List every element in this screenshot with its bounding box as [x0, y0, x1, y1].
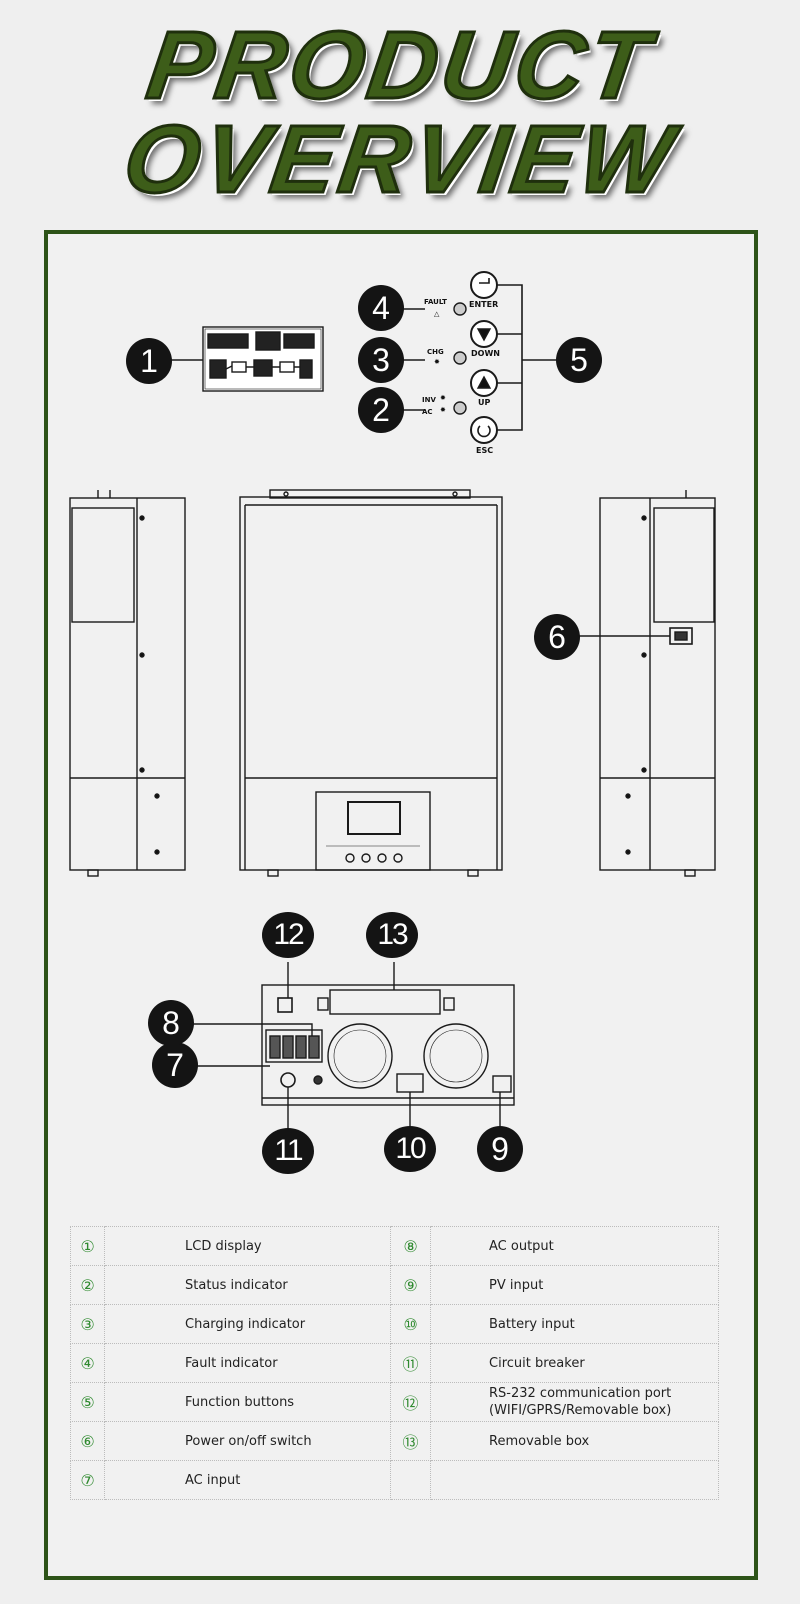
legend-label: PV input	[430, 1265, 719, 1305]
legend-label: Power on/off switch	[104, 1421, 391, 1461]
legend-label: AC output	[430, 1226, 719, 1266]
legend-number: ④	[70, 1343, 105, 1383]
bottom-view	[261, 984, 515, 1106]
legend-number: ⑧	[390, 1226, 431, 1266]
legend-label: Status indicator	[104, 1265, 391, 1305]
badge-4: 4	[358, 285, 404, 331]
legend-label: Battery input	[430, 1304, 719, 1344]
legend-number: ⑦	[70, 1460, 105, 1500]
badge-11: 11	[262, 1128, 314, 1174]
esc-label: ESC	[476, 446, 494, 455]
table-row: ④ Fault indicator ⑪ Circuit breaker	[70, 1343, 719, 1383]
badge-8: 8	[148, 1000, 194, 1046]
badge-7: 7	[152, 1042, 198, 1088]
badge-13: 13	[366, 912, 418, 958]
badge-12: 12	[262, 912, 314, 958]
badge-2: 2	[358, 387, 404, 433]
inv-label: INV	[422, 396, 436, 404]
legend-number: ①	[70, 1226, 105, 1266]
ac-star-icon: ✸	[440, 406, 446, 414]
table-row: ⑤ Function buttons ⑫ RS-232 communicatio…	[70, 1382, 719, 1422]
front-view	[239, 489, 503, 877]
legend-label: Removable box	[430, 1421, 719, 1461]
legend-number: ⑪	[390, 1343, 431, 1383]
legend-label: AC input	[104, 1460, 391, 1500]
legend-label: Fault indicator	[104, 1343, 391, 1383]
table-row: ⑥ Power on/off switch ⑬ Removable box	[70, 1421, 719, 1461]
legend-number: ⑤	[70, 1382, 105, 1422]
table-row: ① LCD display ⑧ AC output	[70, 1226, 719, 1266]
legend-label-multiline: RS-232 communication port (WIFI/GPRS/Rem…	[430, 1382, 719, 1422]
badge-5: 5	[556, 337, 602, 383]
legend-label-sub: (WIFI/GPRS/Removable box)	[489, 1403, 672, 1418]
legend-label: LCD display	[104, 1226, 391, 1266]
legend-number: ⑩	[390, 1304, 431, 1344]
enter-label: ENTER	[469, 300, 499, 309]
badge-3: 3	[358, 337, 404, 383]
fault-label: FAULT	[424, 298, 447, 306]
legend-table: ① LCD display ⑧ AC output ② Status indic…	[70, 1226, 719, 1500]
legend-number: ②	[70, 1265, 105, 1305]
legend-empty	[390, 1460, 431, 1500]
legend-number: ⑥	[70, 1421, 105, 1461]
legend-label: Charging indicator	[104, 1304, 391, 1344]
inv-sun-icon: ✹	[440, 394, 446, 402]
up-label: UP	[478, 398, 491, 407]
table-row: ⑦ AC input	[70, 1460, 719, 1500]
legend-empty	[430, 1460, 719, 1500]
legend-number: ⑨	[390, 1265, 431, 1305]
legend-number: ③	[70, 1304, 105, 1344]
badge-10: 10	[384, 1126, 436, 1172]
chg-label: CHG	[427, 348, 444, 356]
table-row: ③ Charging indicator ⑩ Battery input	[70, 1304, 719, 1344]
legend-label: Circuit breaker	[430, 1343, 719, 1383]
legend-label: RS-232 communication port	[489, 1386, 672, 1401]
badge-1: 1	[126, 338, 172, 384]
legend-number: ⑬	[390, 1421, 431, 1461]
legend-number: ⑫	[390, 1382, 431, 1422]
right-side-view	[599, 490, 716, 877]
fault-triangle-icon: △	[434, 310, 440, 318]
legend-label: Function buttons	[104, 1382, 391, 1422]
table-row: ② Status indicator ⑨ PV input	[70, 1265, 719, 1305]
lcd-display-drawing	[202, 326, 324, 392]
ac-label: AC	[422, 408, 433, 416]
left-side-view	[69, 490, 186, 877]
badge-9: 9	[477, 1126, 523, 1172]
badge-6: 6	[534, 614, 580, 660]
down-label: DOWN	[471, 349, 500, 358]
chg-star-icon: ✸	[434, 358, 440, 366]
